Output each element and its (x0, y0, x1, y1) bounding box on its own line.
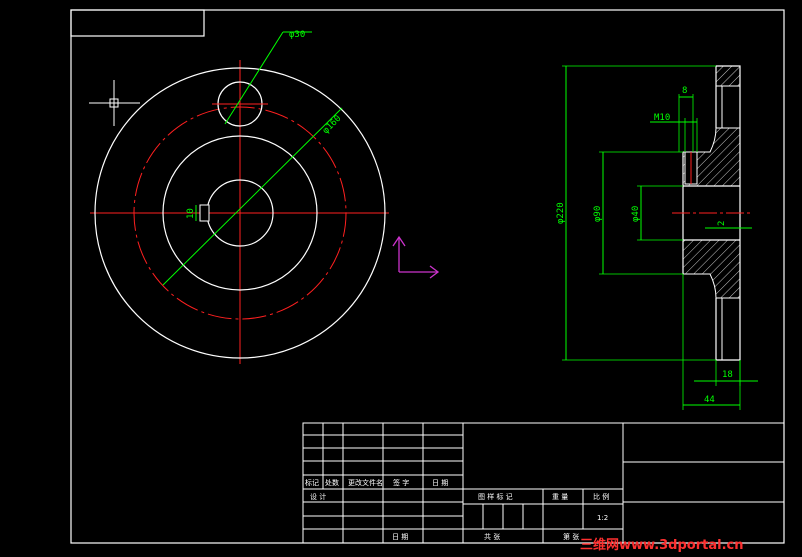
tb-drawing-mark: 图 样 标 记 (478, 492, 513, 501)
drawing-border (70, 9, 785, 544)
section-view: φ220 φ90 φ40 M10 8 2 18 44 (556, 65, 758, 410)
pitch-circle (133, 106, 347, 320)
tb-date: 日 期 (392, 533, 408, 541)
crosshair-cursor-icon (89, 80, 140, 126)
watermark: 三维网www.3dportal.cn (580, 537, 743, 553)
section-hatch-top (715, 65, 741, 87)
tb-design: 设 计 (310, 492, 326, 501)
dim-44: 44 (704, 395, 715, 405)
tb-rev-sign: 签 字 (393, 478, 409, 487)
dim-2: 2 (717, 221, 727, 226)
tb-total-sheets: 共 张 (484, 532, 500, 541)
dim-keyway: 10 (186, 208, 196, 219)
dim-phi160-line (162, 107, 343, 286)
tb-rev-mark: 标记 (305, 478, 319, 487)
title-block-labels: 标记 处数 更改文件名 签 字 日 期 设 计 日 期 图 样 标 记 重 量 … (305, 478, 609, 541)
dim-phi30-leader (224, 31, 284, 125)
dim-8: 8 (682, 86, 687, 96)
dim-m10: M10 (654, 113, 670, 123)
dim-phi160: φ160 (321, 114, 343, 136)
front-view: φ30 φ160 10 (90, 30, 389, 364)
keyway (199, 204, 210, 222)
ucs-axis-icon (392, 235, 440, 279)
dim-18: 18 (722, 370, 733, 380)
tb-rev-count: 处数 (325, 478, 339, 487)
outer-circle (94, 67, 386, 359)
tb-rev-doc: 更改文件名 (348, 478, 383, 487)
hub-circle (162, 135, 318, 291)
dim-phi220: φ220 (556, 202, 566, 224)
tb-sheet-no: 第 张 (563, 532, 579, 541)
dim-phi40: φ40 (631, 206, 641, 222)
title-block (302, 422, 785, 544)
tb-rev-date: 日 期 (432, 479, 448, 487)
section-hatch-mid-bottom (682, 239, 741, 299)
dim-phi30: φ30 (289, 30, 305, 40)
tb-scale-label: 比 例 (593, 492, 609, 501)
tb-scale-value: 1:2 (597, 514, 608, 522)
tb-weight: 重 量 (552, 493, 568, 501)
dim-phi90: φ90 (593, 206, 603, 222)
